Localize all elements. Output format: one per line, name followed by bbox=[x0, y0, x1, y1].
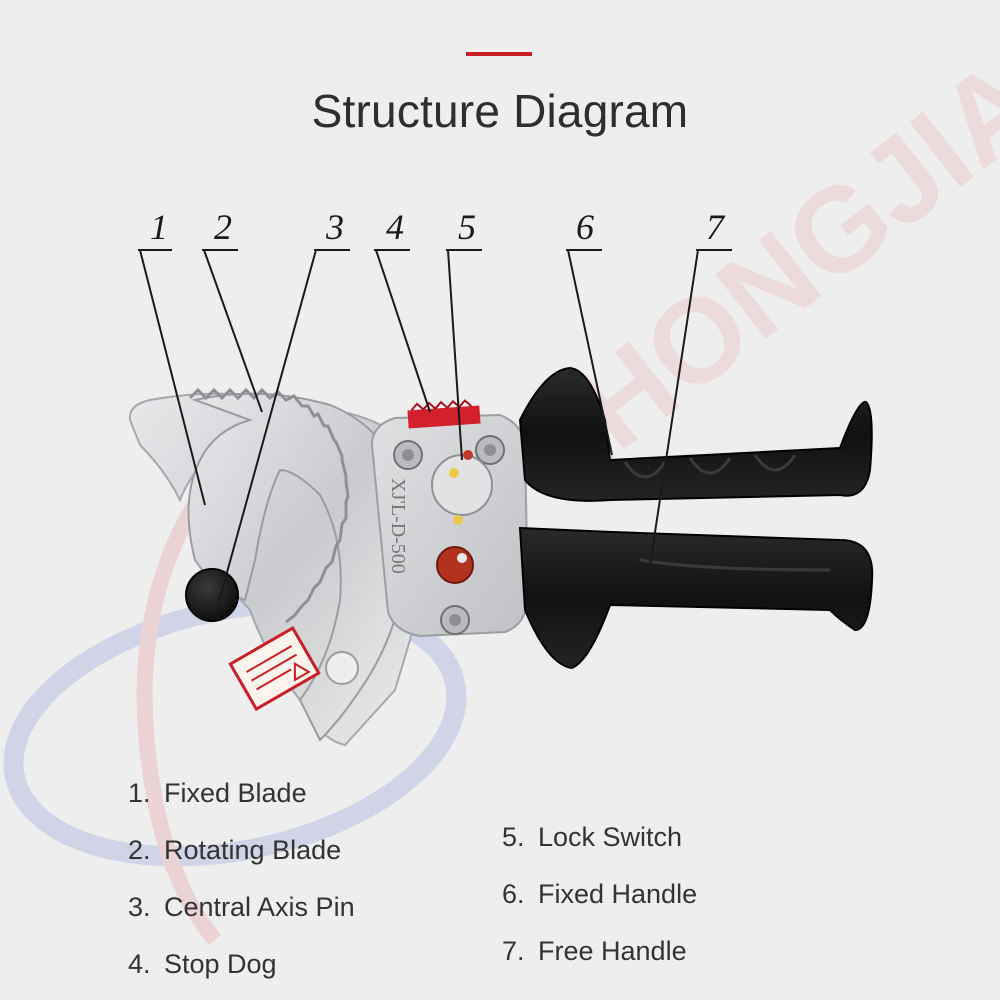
legend-item-fixed-blade: 1. Fixed Blade bbox=[128, 778, 307, 809]
legend-label: Lock Switch bbox=[538, 822, 683, 852]
callout-number-1: 1 bbox=[150, 207, 168, 247]
callout-number-7: 7 bbox=[706, 207, 724, 247]
legend-item-stop-dog: 4. Stop Dog bbox=[128, 949, 277, 980]
legend-item-central-axis-pin: 3. Central Axis Pin bbox=[128, 892, 355, 923]
leader-line-2 bbox=[202, 249, 263, 413]
legend-number: 3. bbox=[128, 892, 151, 922]
leader-line-6 bbox=[566, 249, 613, 456]
legend-label: Central Axis Pin bbox=[164, 892, 355, 922]
legend-label: Free Handle bbox=[538, 936, 687, 966]
blade-hole bbox=[325, 651, 359, 685]
warning-label bbox=[228, 625, 321, 712]
legend-number: 1. bbox=[128, 778, 151, 808]
legend-item-lock-switch: 5. Lock Switch bbox=[502, 822, 682, 853]
leader-line-3 bbox=[217, 249, 350, 606]
legend-item-rotating-blade: 2. Rotating Blade bbox=[128, 835, 341, 866]
free-handle bbox=[518, 526, 874, 670]
legend-label: Stop Dog bbox=[164, 949, 277, 979]
leader-lines bbox=[138, 249, 732, 606]
indicator-dot-red bbox=[463, 450, 473, 460]
indicator-dot-yellow-top bbox=[449, 468, 459, 478]
bolt-top-left bbox=[393, 440, 423, 470]
legend-label: Rotating Blade bbox=[164, 835, 342, 865]
page-title: Structure Diagram bbox=[311, 85, 689, 137]
title-accent-bar bbox=[466, 52, 532, 56]
legend-number: 4. bbox=[128, 949, 151, 979]
indicator-dot-yellow-bottom bbox=[453, 515, 463, 525]
lock-switch bbox=[436, 546, 474, 584]
legend-number: 7. bbox=[502, 936, 525, 966]
model-marking: XJ'L-D-500 bbox=[387, 478, 409, 574]
fixed-handle bbox=[518, 366, 873, 502]
leader-line-7 bbox=[649, 249, 732, 566]
callout-number-6: 6 bbox=[576, 207, 594, 247]
leader-line-4 bbox=[374, 249, 431, 413]
stop-dog bbox=[407, 399, 481, 429]
legend-number: 5. bbox=[502, 822, 525, 852]
legend-item-free-handle: 7. Free Handle bbox=[502, 936, 687, 967]
legend-label: Fixed Blade bbox=[164, 778, 307, 808]
callout-number-3: 3 bbox=[326, 207, 344, 247]
legend-item-fixed-handle: 6. Fixed Handle bbox=[502, 879, 697, 910]
bolt-bottom bbox=[440, 605, 470, 635]
bolt-top-right bbox=[475, 435, 505, 465]
legend-number: 6. bbox=[502, 879, 525, 909]
legend-label: Fixed Handle bbox=[538, 879, 698, 909]
callout-number-5: 5 bbox=[458, 207, 476, 247]
central-axis-pin bbox=[185, 568, 239, 622]
leader-line-1 bbox=[138, 249, 206, 506]
callout-number-2: 2 bbox=[214, 207, 232, 247]
leader-line-5 bbox=[446, 249, 482, 461]
blade-teeth bbox=[188, 387, 350, 624]
legend-number: 2. bbox=[128, 835, 151, 865]
center-knob bbox=[431, 454, 493, 516]
callout-number-4: 4 bbox=[386, 207, 404, 247]
